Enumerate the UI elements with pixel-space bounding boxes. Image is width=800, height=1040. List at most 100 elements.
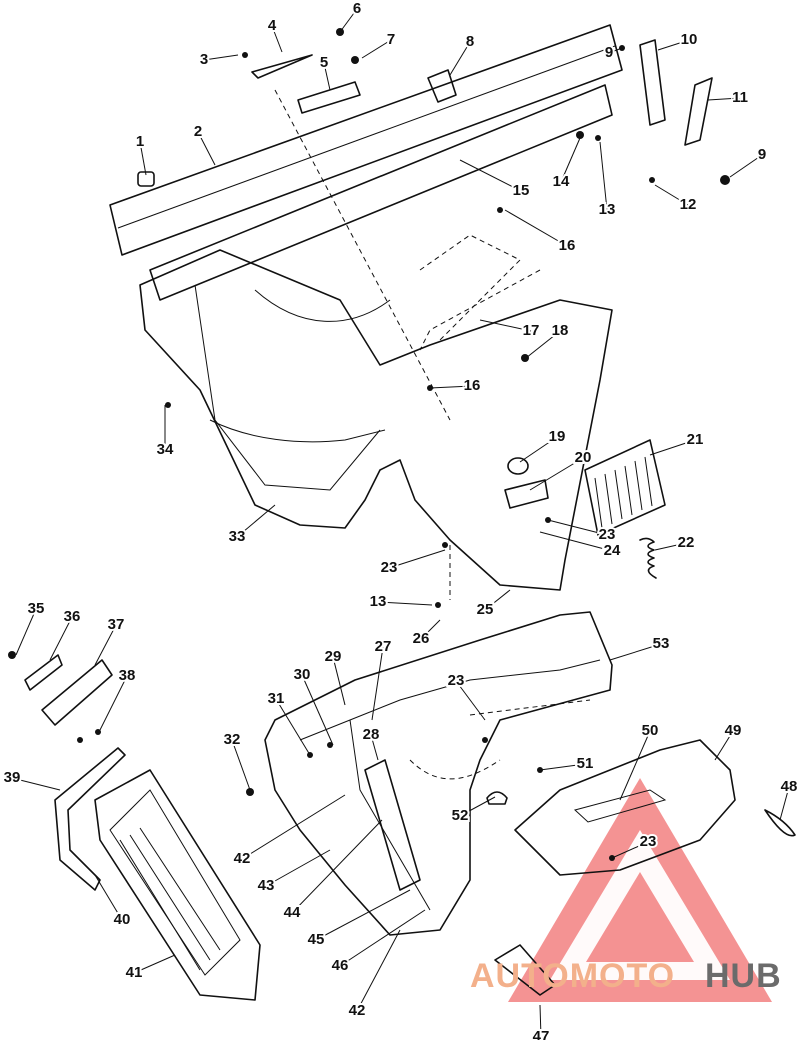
spring-part-22 (639, 537, 657, 579)
leader-line-c39 (11, 777, 61, 791)
link-arm-part-11 (684, 77, 713, 146)
bracket-part-37 (41, 659, 113, 726)
callout-label-c52: 52 (452, 807, 469, 824)
bar-part-39 (54, 747, 126, 891)
fasteners-upper (165, 28, 730, 608)
callout-label-c25: 25 (477, 601, 494, 618)
upper-hood-assembly (109, 24, 730, 608)
leader-line-c31 (275, 698, 311, 756)
callout-label-c23c: 23 (448, 672, 465, 689)
callout-label-c16b: 16 (464, 377, 481, 394)
callout-label-c38: 38 (119, 667, 136, 684)
leader-line-c26 (420, 619, 441, 640)
callout-label-c27: 27 (375, 638, 392, 655)
leader-line-c36 (49, 616, 73, 661)
callout-label-c2: 2 (194, 123, 202, 140)
leader-line-c23d (611, 841, 649, 859)
callout-label-c13b: 13 (370, 593, 387, 610)
callout-label-c23b: 23 (381, 559, 398, 576)
callout-label-c7: 7 (387, 31, 395, 48)
strap-part-48 (764, 809, 796, 837)
vent-grille-part-21 (584, 439, 666, 536)
callout-label-c17: 17 (523, 322, 540, 339)
leader-line-c16a (504, 209, 568, 247)
callout-label-c41: 41 (126, 964, 143, 981)
callout-label-c29: 29 (325, 648, 342, 665)
watermark-text: AUTOMOTO HUB (470, 957, 782, 995)
watermark-triangle-core (586, 872, 694, 962)
leader-line-c3 (203, 54, 239, 61)
callout-label-c4: 4 (268, 17, 277, 34)
leader-line-c11 (707, 97, 741, 101)
callout-label-c19: 19 (549, 428, 566, 445)
leader-line-c12 (654, 184, 689, 206)
callout-label-c51: 51 (577, 755, 594, 772)
leader-line-c9a (608, 47, 623, 54)
leader-line-c49 (714, 730, 734, 761)
callout-label-c28: 28 (363, 726, 380, 743)
callout-label-c9b: 9 (758, 146, 766, 163)
leader-line-c45 (315, 889, 411, 941)
liner-part-50 (573, 789, 667, 823)
leader-line-c32 (231, 739, 251, 791)
leader-line-c30 (301, 674, 334, 746)
callout-label-c45: 45 (308, 931, 325, 948)
leader-line-c43 (265, 849, 331, 887)
callout-label-c6: 6 (353, 0, 361, 17)
leader-line-c33 (236, 504, 276, 538)
leader-line-c47 (539, 1004, 542, 1038)
watermark-brand-right: HUB (705, 957, 782, 995)
leader-line-c46 (339, 909, 426, 967)
callout-label-c16a: 16 (559, 237, 576, 254)
callout-label-c15: 15 (513, 182, 530, 199)
callout-label-c5: 5 (320, 54, 328, 71)
callout-label-c34: 34 (157, 441, 174, 458)
leader-line-c44 (291, 819, 383, 914)
clamp-part-52 (486, 791, 508, 805)
callout-label-c13a: 13 (599, 201, 616, 218)
callout-label-c35: 35 (28, 600, 45, 617)
leader-line-c15 (459, 159, 522, 192)
callout-label-c20: 20 (575, 449, 592, 466)
strip-part-4 (251, 54, 313, 79)
leader-line-c19 (519, 436, 558, 463)
leader-line-c42b (356, 929, 401, 1012)
leader-line-c48 (779, 786, 790, 821)
callout-label-c24: 24 (604, 542, 621, 559)
leader-line-c38 (99, 675, 128, 731)
hood-body-part-33 (139, 249, 613, 591)
bracket-part-10 (639, 39, 666, 126)
leader-line-c7 (361, 39, 392, 59)
callout-label-c10: 10 (681, 31, 698, 48)
leader-line-c24 (539, 531, 613, 552)
callout-leaders (11, 8, 790, 1038)
leader-line-c20 (529, 457, 584, 491)
callout-label-c33: 33 (229, 528, 246, 545)
callout-label-c23a: 23 (599, 526, 616, 543)
leader-line-c35 (15, 608, 37, 656)
leader-line-c23c (455, 680, 486, 721)
leader-line-c25 (484, 589, 511, 611)
callout-label-c22: 22 (678, 534, 695, 551)
leader-line-c53 (609, 643, 662, 661)
leader-line-c16b (429, 385, 473, 389)
leader-line-c37 (94, 624, 117, 666)
callout-label-c44: 44 (284, 904, 301, 921)
leader-line-c8 (449, 41, 471, 76)
nut-part-1 (137, 171, 155, 187)
callout-label-c14: 14 (553, 173, 570, 190)
leader-line-c21 (649, 439, 696, 456)
cap-part-19 (507, 457, 529, 475)
leader-line-c27 (371, 646, 384, 721)
callout-label-c8: 8 (466, 33, 474, 50)
callout-label-c26: 26 (413, 630, 430, 647)
callout-label-c30: 30 (294, 666, 311, 683)
leader-line-c29 (332, 656, 346, 706)
callout-label-c32: 32 (224, 731, 241, 748)
grille-panel-part-41 (94, 769, 261, 1001)
nose-pan-assembly (246, 611, 613, 936)
watermark-logo (508, 778, 772, 1002)
skid-plate-part-49 (514, 739, 736, 876)
